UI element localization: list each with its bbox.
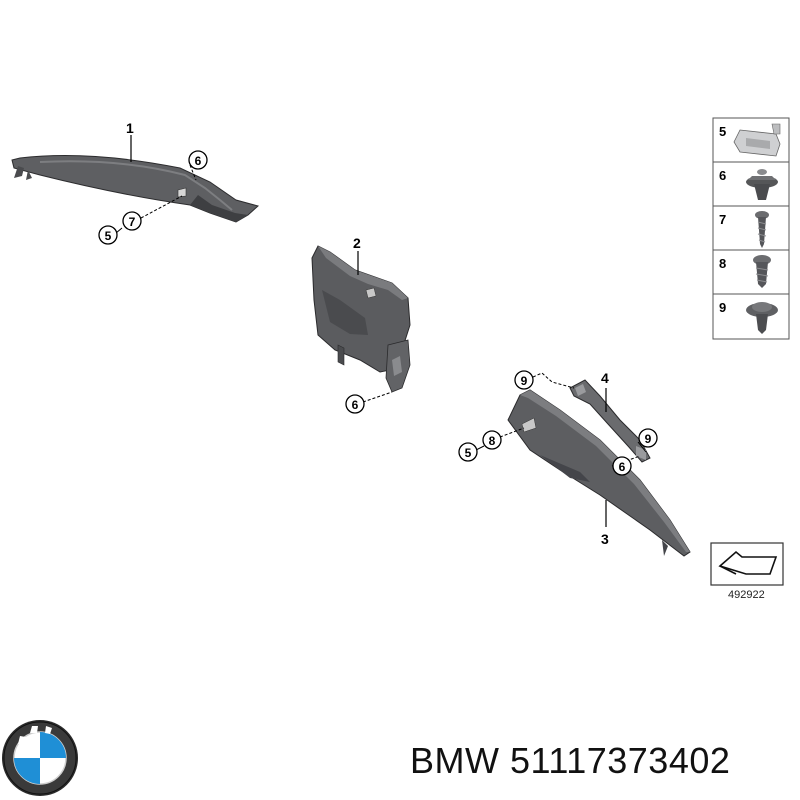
legend-num-7: 7 <box>719 212 726 227</box>
part-label-1: 1 <box>126 120 134 136</box>
leader-line <box>140 195 183 219</box>
legend-num-8: 8 <box>719 256 726 271</box>
callout-circle <box>612 456 632 476</box>
callout-9-right: 9 <box>645 432 652 446</box>
clip-icon <box>733 123 781 157</box>
part-number: 51117373402 <box>510 740 731 781</box>
callout-5-part3: 5 <box>465 446 472 460</box>
leader-line <box>532 372 575 389</box>
trim-panel-1 <box>11 155 260 223</box>
callout-9-top: 9 <box>521 374 528 388</box>
fastener-legend: 5 6 7 8 9 <box>712 117 790 340</box>
part-label-2: 2 <box>353 235 361 251</box>
callout-8-part3: 8 <box>489 434 496 448</box>
callout-circle <box>188 150 208 170</box>
trim-panel-2 <box>311 245 411 393</box>
callout-6-part2: 6 <box>352 398 359 412</box>
callout-circle <box>514 370 534 390</box>
callout-circle <box>458 442 478 462</box>
part-number-footer: BMW 51117373402 <box>410 740 730 782</box>
legend-num-9: 9 <box>719 300 726 315</box>
callout-circle <box>638 428 658 448</box>
callout-6-part3: 6 <box>619 460 626 474</box>
push-rivet-icon <box>746 169 778 200</box>
leader-line <box>637 441 647 453</box>
flange-screw-icon <box>746 302 778 334</box>
bmw-logo <box>2 720 78 796</box>
reference-number: 492922 <box>728 589 765 601</box>
callout-5-part1: 5 <box>105 229 112 243</box>
screw-icon <box>755 211 769 248</box>
callout-circle <box>482 430 502 450</box>
leader-line <box>475 445 485 451</box>
part-label-3: 3 <box>601 531 609 547</box>
leader-line <box>362 391 393 403</box>
callout-circle <box>98 225 118 245</box>
short-screw-icon <box>753 255 771 288</box>
callout-circle <box>345 394 365 414</box>
reference-symbol <box>710 542 784 586</box>
brand-name: BMW <box>410 740 500 781</box>
callout-7-part1: 7 <box>129 215 136 229</box>
part-label-4: 4 <box>601 370 609 386</box>
legend-num-5: 5 <box>719 124 726 139</box>
callout-6-part1: 6 <box>195 154 202 168</box>
callout-circle <box>122 211 142 231</box>
legend-num-6: 6 <box>719 168 726 183</box>
leader-line <box>499 427 525 438</box>
leader-line <box>189 164 197 181</box>
trim-panel-3 <box>507 389 691 557</box>
